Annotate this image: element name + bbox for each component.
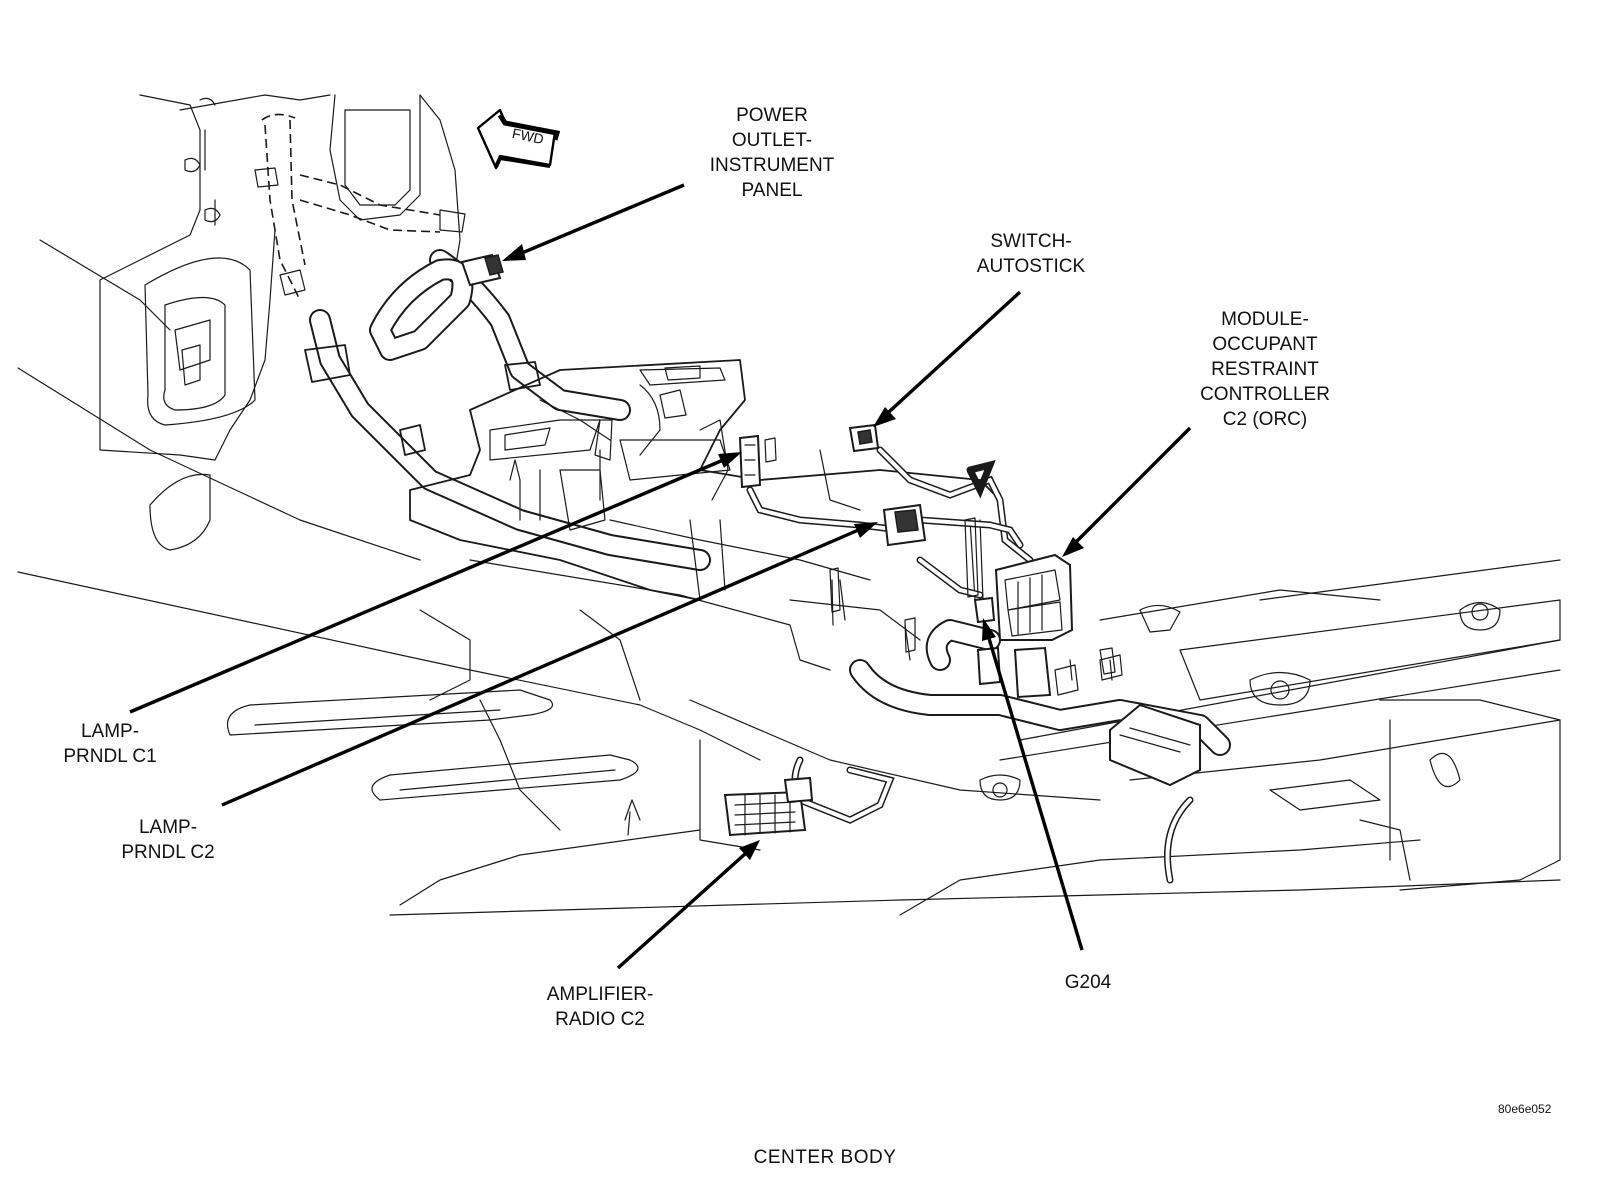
label-line: OCCUPANT — [1212, 334, 1318, 355]
label-lamp-prndl-c1: LAMP- PRNDL C1 — [63, 719, 156, 769]
label-line: POWER — [736, 105, 808, 126]
leader-module-orc — [1066, 426, 1192, 552]
leader-lamp-prndl-c1 — [129, 453, 736, 714]
main-harness — [304, 249, 1231, 756]
arrowhead-amplifier-radio — [739, 840, 760, 860]
leader-switch-autostick — [878, 290, 1022, 422]
figure-code: 80e6e052 — [1498, 1102, 1552, 1116]
fwd-arrow-icon — [476, 108, 561, 170]
label-line: AMPLIFIER- — [546, 984, 654, 1005]
label-amplifier-radio-c2: AMPLIFIER- RADIO C2 — [547, 982, 654, 1032]
label-line: G204 — [1064, 972, 1112, 993]
leader-lines — [129, 183, 1192, 970]
label-module-occupant-restraint-controller: MODULE- OCCUPANT RESTRAINT CONTROLLER C2… — [1200, 307, 1330, 432]
label-g204: G204 — [1065, 970, 1111, 995]
label-lamp-prndl-c2: LAMP- PRNDL C2 — [121, 815, 214, 865]
label-line: MODULE- — [1221, 309, 1309, 330]
arrowhead-lamp-prndl-c2 — [854, 522, 878, 538]
seat-track-slots — [226, 609, 641, 801]
label-line: PRNDL C1 — [63, 746, 157, 767]
label-line: INSTRUMENT — [709, 155, 835, 176]
leader-lamp-prndl-c2 — [221, 523, 871, 807]
label-line: RESTRAINT — [1211, 359, 1319, 380]
label-line: PRNDL C2 — [121, 842, 215, 863]
arrowhead-module-orc — [1062, 537, 1084, 557]
leader-power-outlet — [509, 183, 685, 260]
label-line: SWITCH- — [990, 231, 1072, 252]
label-line: AUTOSTICK — [976, 256, 1086, 277]
label-line: RADIO C2 — [555, 1009, 645, 1030]
cross-member — [979, 599, 1561, 891]
instrument-panel-bracket — [99, 94, 461, 551]
label-line: CONTROLLER — [1200, 384, 1330, 405]
label-switch-autostick: SWITCH- AUTOSTICK — [977, 229, 1085, 279]
arrowhead-power-outlet — [502, 244, 526, 261]
label-power-outlet-instrument-panel: POWER OUTLET- INSTRUMENT PANEL — [710, 103, 835, 203]
leader-g204 — [983, 624, 1084, 951]
thin-wires — [539, 384, 1194, 884]
arrowhead-g204 — [982, 618, 996, 641]
label-line: PANEL — [741, 180, 803, 201]
label-line: OUTLET- — [731, 130, 813, 151]
figure-caption: CENTER BODY — [753, 1147, 897, 1168]
label-line: C2 (ORC) — [1222, 409, 1308, 430]
arrowhead-switch-autostick — [873, 407, 896, 427]
arrowhead-lamp-prndl-c1 — [718, 452, 742, 468]
label-line: LAMP- — [138, 817, 198, 838]
leader-amplifier-radio — [616, 843, 757, 970]
upper-harness-dashed — [254, 113, 466, 301]
label-line: LAMP- — [80, 721, 140, 742]
connectors — [460, 253, 1201, 837]
